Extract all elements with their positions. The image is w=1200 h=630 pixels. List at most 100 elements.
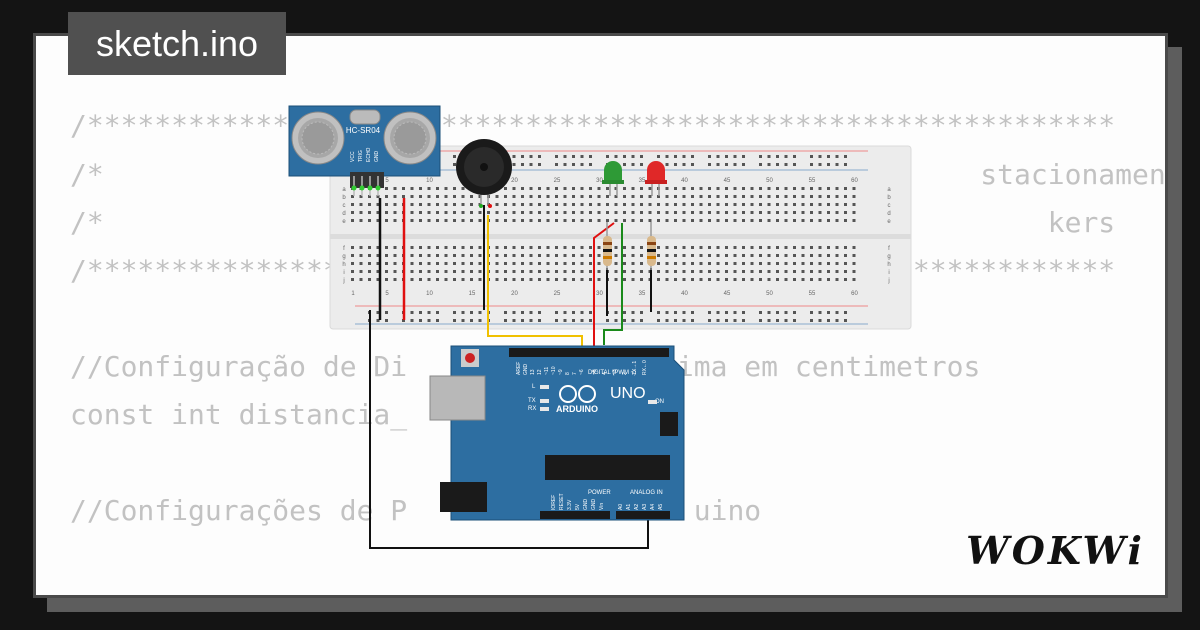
breadboard-hole xyxy=(716,203,720,206)
breadboard-hole xyxy=(810,246,813,249)
breadboard-hole xyxy=(640,195,643,198)
breadboard-hole xyxy=(691,254,694,257)
row-label: j xyxy=(342,278,344,284)
wire-yellow-buzzer xyxy=(487,215,583,352)
breadboard-hole xyxy=(665,311,669,314)
breadboard-hole xyxy=(725,319,728,322)
breadboard-hole xyxy=(427,195,431,198)
breadboard-hole xyxy=(801,270,805,273)
breadboard-hole xyxy=(504,262,507,265)
breadboard-hole xyxy=(810,219,813,222)
breadboard-hole xyxy=(512,219,516,222)
breadboard-hole xyxy=(759,270,762,273)
breadboard-hole xyxy=(793,262,796,265)
breadboard-hole xyxy=(818,319,822,322)
breadboard-hole xyxy=(538,278,541,281)
breadboard-hole xyxy=(393,203,397,206)
breadboard-hole xyxy=(555,278,558,281)
breadboard-hole xyxy=(589,254,592,257)
breadboard-hole xyxy=(776,262,779,265)
breadboard-hole xyxy=(640,155,643,158)
digital-label: DIGITAL (PWM ~) xyxy=(588,370,636,376)
breadboard-hole xyxy=(589,262,592,265)
breadboard-hole xyxy=(359,246,363,249)
breadboard-hole xyxy=(699,262,703,265)
pin-label: A5 xyxy=(658,504,664,510)
breadboard-hole xyxy=(453,211,456,214)
breadboard-hole xyxy=(742,319,745,322)
breadboard-hole xyxy=(852,254,856,257)
breadboard-hole xyxy=(504,319,507,322)
row-label: i xyxy=(343,270,344,276)
breadboard-hole xyxy=(512,163,516,166)
breadboard-hole xyxy=(827,211,830,214)
breadboard-hole xyxy=(827,163,830,166)
breadboard-hole xyxy=(708,195,711,198)
breadboard-hole xyxy=(529,262,533,265)
breadboard-hole xyxy=(512,311,516,314)
breadboard-hole xyxy=(852,195,856,198)
breadboard-hole xyxy=(648,195,652,198)
breadboard-hole xyxy=(844,163,847,166)
breadboard-hole xyxy=(835,163,839,166)
breadboard-hole xyxy=(614,219,618,222)
breadboard-hole xyxy=(419,187,422,190)
pin-label: RX←0 xyxy=(642,360,648,375)
sensor-pin-label: VCC xyxy=(350,151,356,162)
column-label: 60 xyxy=(851,178,858,184)
breadboard-hole xyxy=(810,203,813,206)
breadboard-hole xyxy=(767,163,771,166)
breadboard-hole xyxy=(461,195,465,198)
breadboard-hole xyxy=(767,219,771,222)
breadboard-hole xyxy=(708,219,711,222)
breadboard-hole xyxy=(385,195,388,198)
breadboard-hole xyxy=(495,262,499,265)
breadboard-hole xyxy=(742,270,745,273)
breadboard-hole xyxy=(674,203,677,206)
breadboard-hole xyxy=(529,163,533,166)
breadboard-hole xyxy=(640,246,643,249)
pin-label: A3 xyxy=(642,504,648,510)
breadboard-hole xyxy=(691,311,694,314)
breadboard-hole xyxy=(827,270,830,273)
breadboard-hole xyxy=(699,195,703,198)
breadboard-hole xyxy=(767,311,771,314)
breadboard-hole xyxy=(827,311,830,314)
wire-black-gnd-arduino xyxy=(369,310,649,549)
pin-label: AREF xyxy=(516,362,522,375)
pin-label: 12 xyxy=(537,369,543,375)
arduino-logo xyxy=(559,385,596,403)
column-label: 5 xyxy=(385,291,389,297)
breadboard-hole xyxy=(453,195,456,198)
breadboard-hole xyxy=(529,203,533,206)
breadboard-hole xyxy=(793,203,796,206)
breadboard-hole xyxy=(776,246,779,249)
breadboard-hole xyxy=(657,311,660,314)
breadboard-hole xyxy=(419,203,422,206)
breadboard-hole xyxy=(572,278,575,281)
breadboard-hole xyxy=(351,270,354,273)
breadboard-hole xyxy=(580,246,584,249)
breadboard-hole xyxy=(657,246,660,249)
breadboard-hole xyxy=(563,155,567,158)
breadboard-hole xyxy=(410,195,414,198)
breadboard-hole xyxy=(733,262,737,265)
breadboard-hole xyxy=(470,195,473,198)
power-label: POWER xyxy=(588,490,611,496)
pin-label: ~5 xyxy=(592,369,598,375)
breadboard-hole xyxy=(521,219,524,222)
breadboard-hole xyxy=(410,278,414,281)
breadboard-hole xyxy=(759,187,762,190)
breadboard-hole xyxy=(436,246,439,249)
breadboard-hole xyxy=(572,246,575,249)
row-label: a xyxy=(887,187,891,193)
breadboard-hole xyxy=(538,187,541,190)
breadboard-hole xyxy=(538,163,541,166)
breadboard-hole xyxy=(844,246,847,249)
breadboard-hole xyxy=(614,270,618,273)
breadboard-hole xyxy=(691,211,694,214)
breadboard-hole xyxy=(742,254,745,257)
wires xyxy=(369,198,652,549)
breadboard-hole xyxy=(818,155,822,158)
breadboard-hole xyxy=(682,219,686,222)
